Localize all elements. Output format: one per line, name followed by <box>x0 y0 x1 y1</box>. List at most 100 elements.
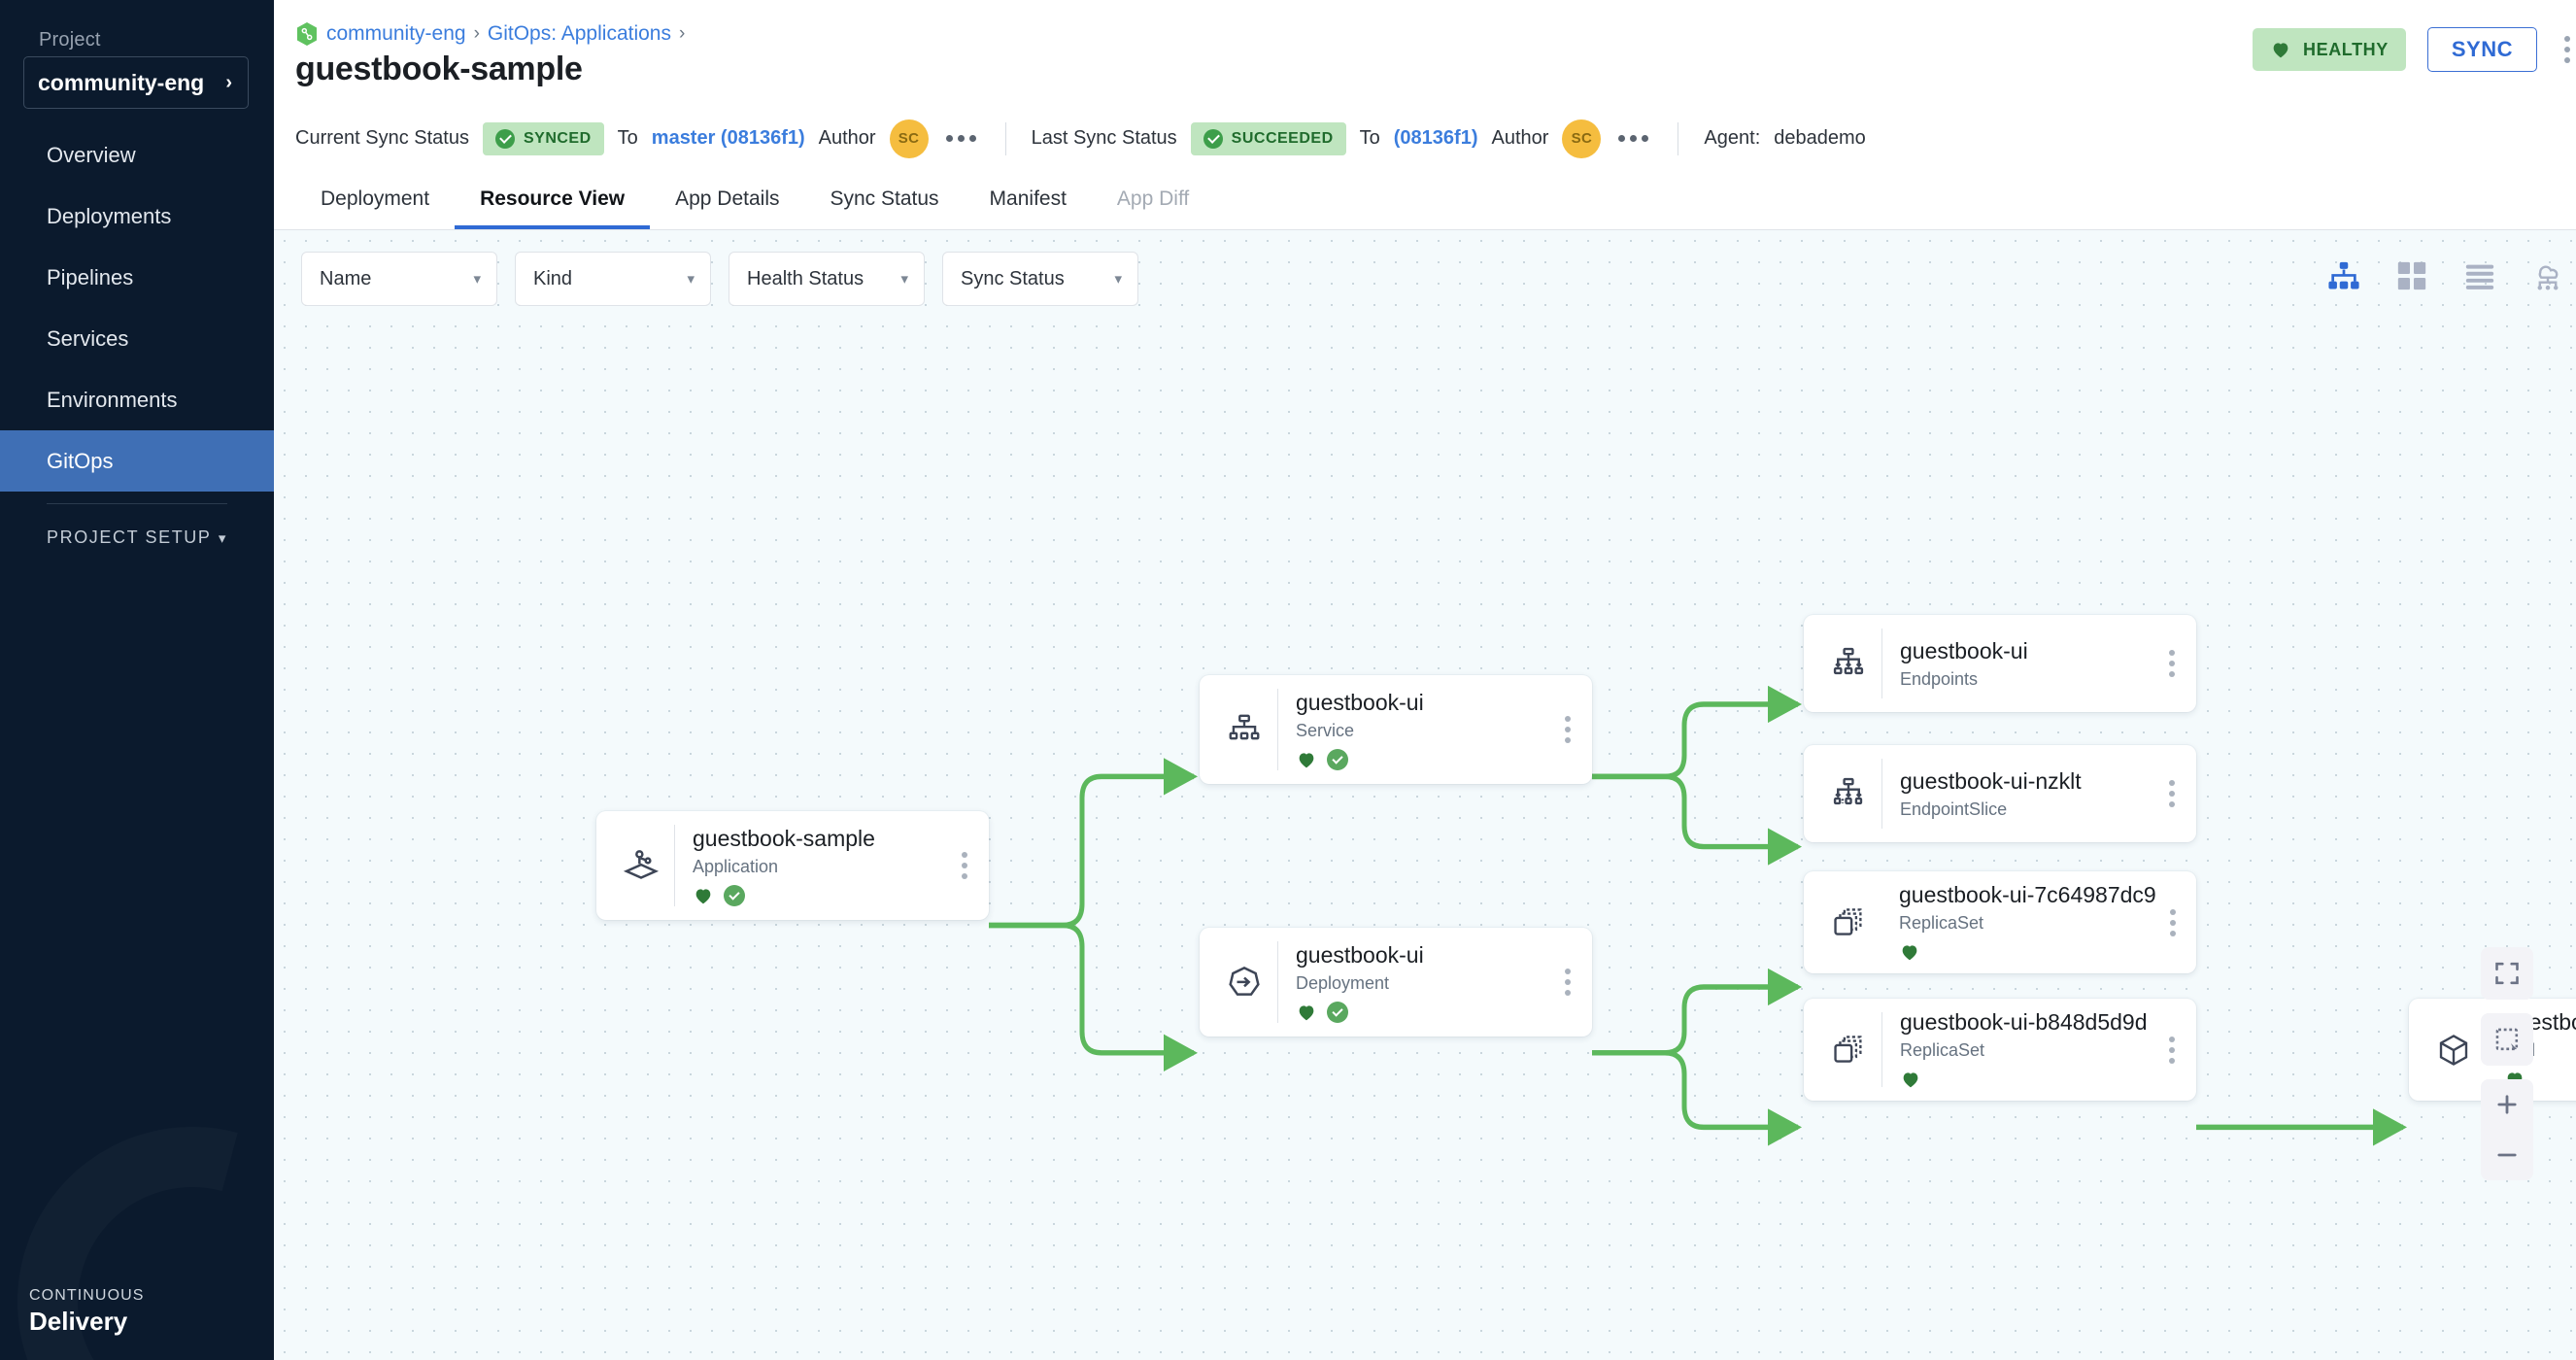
avatar: SC <box>890 119 929 158</box>
node-body: guestbook-ui-b848d5d9d ReplicaSet <box>1882 1009 2155 1090</box>
node-name: guestbook-ui <box>1296 690 1551 716</box>
current-sync-status-group: Current Sync Status SYNCED To master (08… <box>295 119 980 158</box>
node-more-button[interactable] <box>2155 650 2196 677</box>
current-commit-link[interactable]: master (08136f1) <box>652 127 805 150</box>
agent-label: Agent: <box>1704 127 1760 150</box>
tree-view-icon[interactable] <box>2327 259 2360 292</box>
tab-bar: Deployment Resource View App Details Syn… <box>274 170 2576 230</box>
sidebar-divider <box>47 503 227 504</box>
graph-node-replicaset-2[interactable]: guestbook-ui-b848d5d9d ReplicaSet <box>1804 999 2196 1101</box>
sidebar-item-overview[interactable]: Overview <box>0 124 274 186</box>
last-commit-link[interactable]: (08136f1) <box>1394 127 1478 150</box>
fit-screen-icon <box>2493 960 2521 987</box>
filter-label: Name <box>320 268 371 290</box>
grid-view-icon[interactable] <box>2395 259 2428 292</box>
filter-kind[interactable]: Kind ▾ <box>515 252 711 306</box>
tab-sync-status[interactable]: Sync Status <box>804 169 964 229</box>
tab-deployment[interactable]: Deployment <box>295 169 455 229</box>
graph-node-service[interactable]: guestbook-ui Service <box>1200 675 1592 784</box>
tab-resource-view[interactable]: Resource View <box>455 169 650 229</box>
current-to-label: To <box>618 127 638 150</box>
network-view-icon[interactable] <box>2531 259 2564 292</box>
fit-to-screen-button[interactable] <box>2481 947 2533 1000</box>
node-kind: Deployment <box>1296 973 1551 994</box>
filter-sync-status[interactable]: Sync Status ▾ <box>942 252 1138 306</box>
node-name: guestbook-ui-b848d5d9d <box>1900 1009 2155 1036</box>
node-more-button[interactable] <box>1551 716 1592 743</box>
heart-icon <box>693 885 714 906</box>
filter-health-status[interactable]: Health Status ▾ <box>729 252 925 306</box>
list-view-icon[interactable] <box>2463 259 2496 292</box>
chevron-down-icon: ▾ <box>473 270 481 288</box>
breadcrumb-link-applications[interactable]: GitOps: Applications <box>488 22 671 46</box>
zoom-in-button[interactable] <box>2481 1079 2533 1130</box>
node-more-button[interactable] <box>2155 1037 2196 1064</box>
heart-icon <box>1296 749 1317 770</box>
node-body: guestbook-sample Application <box>675 826 948 906</box>
node-status <box>1900 1069 2155 1090</box>
sync-check-icon <box>1327 749 1348 770</box>
graph-node-endpointslice[interactable]: guestbook-ui-nzklt EndpointSlice <box>1804 745 2196 842</box>
project-setup-toggle[interactable]: PROJECT SETUP ▾ <box>47 527 227 548</box>
graph-node-replicaset-1[interactable]: guestbook-ui-7c64987dc9 ReplicaSet <box>1804 871 2196 973</box>
status-divider <box>1005 122 1006 155</box>
node-kind: ReplicaSet <box>1899 913 2156 934</box>
node-body: guestbook-ui Service <box>1278 690 1551 770</box>
heart-icon <box>1296 1002 1317 1023</box>
graph-node-application[interactable]: guestbook-sample Application <box>596 811 989 920</box>
sync-button[interactable]: SYNC <box>2427 27 2537 72</box>
sidebar-item-label: Overview <box>47 143 136 168</box>
endpoints-icon <box>1821 645 1876 682</box>
agent-group: Agent: debademo <box>1704 127 1865 150</box>
sidebar-item-label: Environments <box>47 388 178 413</box>
tab-app-diff: App Diff <box>1092 169 1214 229</box>
sidebar-item-deployments[interactable]: Deployments <box>0 186 274 247</box>
replicaset-icon <box>1821 1032 1876 1069</box>
sidebar-item-label: Deployments <box>47 204 171 229</box>
last-sync-status-value: SUCCEEDED <box>1232 130 1334 148</box>
current-sync-status-value: SYNCED <box>524 130 592 148</box>
sidebar-item-label: Pipelines <box>47 265 133 290</box>
node-more-button[interactable] <box>2156 909 2197 936</box>
chevron-down-icon: ▾ <box>687 270 695 288</box>
breadcrumb: community-eng › GitOps: Applications › <box>295 21 685 47</box>
node-name: guestbook-ui <box>1900 638 2155 664</box>
node-body: guestbook-ui-7c64987dc9 ReplicaSet <box>1881 882 2156 963</box>
graph-node-endpoints[interactable]: guestbook-ui Endpoints <box>1804 615 2196 712</box>
resource-graph-canvas[interactable]: Name ▾ Kind ▾ Health Status ▾ Sync Statu… <box>274 230 2576 1360</box>
last-sync-more-button[interactable] <box>1614 129 1652 148</box>
breadcrumb-link-project[interactable]: community-eng <box>326 22 466 46</box>
selection-box-icon <box>2493 1026 2521 1053</box>
avatar: SC <box>1562 119 1601 158</box>
sync-status-bar: Current Sync Status SYNCED To master (08… <box>274 107 2576 170</box>
sidebar-item-pipelines[interactable]: Pipelines <box>0 247 274 308</box>
brand-line-2: Delivery <box>29 1307 145 1337</box>
node-name: guestbook-sample <box>693 826 948 852</box>
chevron-down-icon: ▾ <box>900 270 908 288</box>
main-content: community-eng › GitOps: Applications › g… <box>274 0 2576 1360</box>
node-more-button[interactable] <box>1551 969 1592 996</box>
chevron-down-icon: ▾ <box>219 529 227 547</box>
project-setup-label: PROJECT SETUP <box>47 527 212 548</box>
harness-logo-icon <box>295 21 319 47</box>
sidebar-item-gitops[interactable]: GitOps <box>0 430 274 492</box>
node-more-button[interactable] <box>948 852 989 879</box>
node-status <box>1296 749 1551 770</box>
more-options-button[interactable] <box>2559 32 2576 67</box>
breadcrumb-separator-icon: › <box>679 23 685 45</box>
filter-name[interactable]: Name ▾ <box>301 252 497 306</box>
filter-bar: Name ▾ Kind ▾ Health Status ▾ Sync Statu… <box>301 252 1138 306</box>
node-status <box>693 885 948 906</box>
tab-manifest[interactable]: Manifest <box>965 169 1092 229</box>
sidebar-item-environments[interactable]: Environments <box>0 369 274 430</box>
node-more-button[interactable] <box>2155 780 2196 807</box>
selection-box-button[interactable] <box>2481 1013 2533 1066</box>
graph-node-deployment[interactable]: guestbook-ui Deployment <box>1200 928 1592 1037</box>
project-selector[interactable]: community-eng › <box>23 56 249 109</box>
current-sync-more-button[interactable] <box>942 129 980 148</box>
sidebar-item-services[interactable]: Services <box>0 308 274 369</box>
zoom-out-button[interactable] <box>2481 1130 2533 1180</box>
tab-app-details[interactable]: App Details <box>650 169 804 229</box>
node-kind: Application <box>693 857 948 877</box>
